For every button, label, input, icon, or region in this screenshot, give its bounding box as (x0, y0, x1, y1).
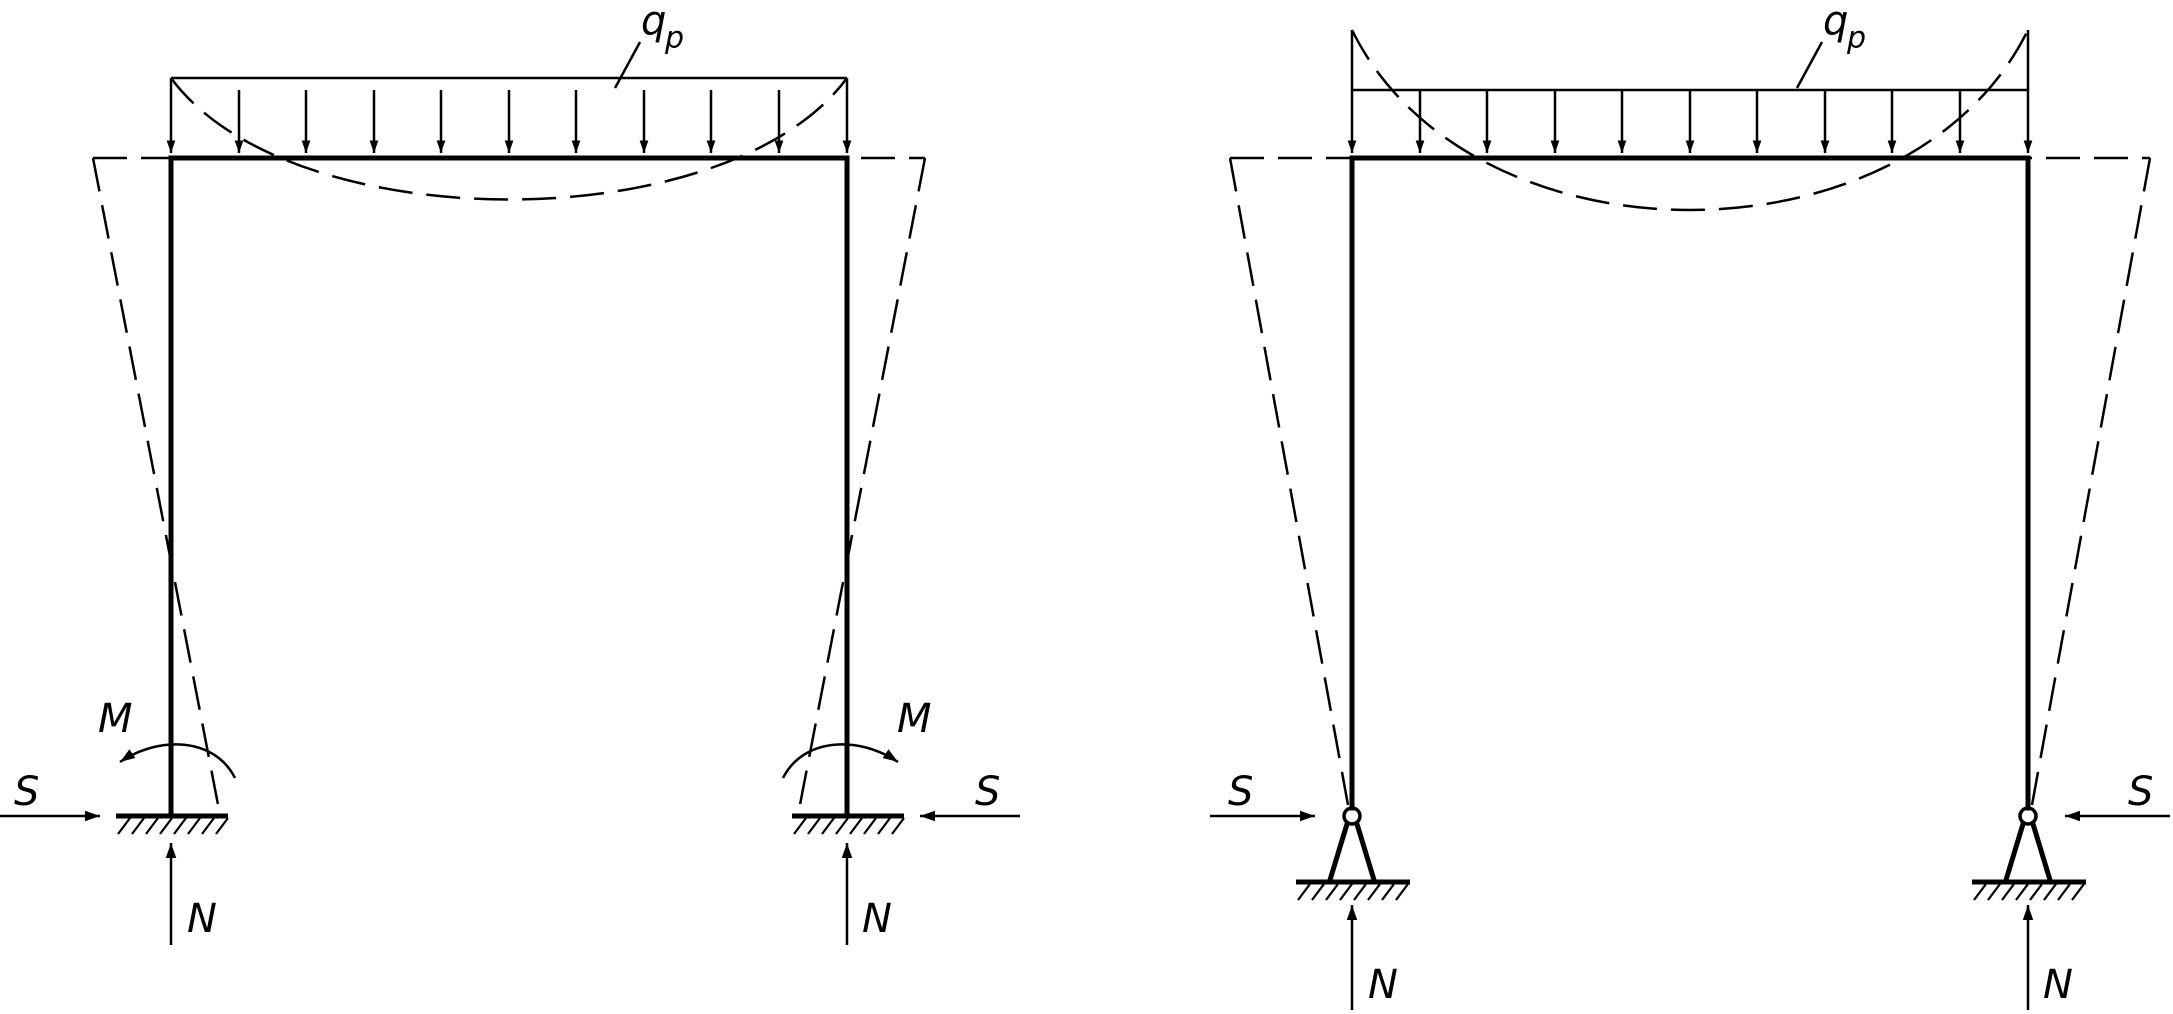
shear-label-left: S (1228, 769, 1253, 815)
load-leader-line (1795, 41, 1824, 89)
load-label-subscript: p (1846, 21, 1866, 56)
reactions-pinned (1210, 810, 2170, 1010)
deflected-shape-fixed (91, 77, 927, 816)
load-label: q (641, 0, 666, 44)
moment-arrow-right (781, 743, 899, 779)
shear-label-right: S (2128, 769, 2153, 815)
pin-support-right (1972, 806, 2086, 901)
fixed-support-left (116, 813, 229, 835)
distributed-load-fixed (166, 41, 852, 153)
shear-label-left: S (14, 769, 39, 815)
shear-label-right: S (975, 769, 1000, 815)
frame-pinned-structure (1349, 155, 2031, 811)
moment-arrow-left (119, 743, 237, 779)
normal-label-left: N (187, 896, 217, 942)
normal-label-right: N (862, 896, 892, 942)
load-label-subscript: p (664, 21, 684, 56)
pin-support-left (1296, 806, 1410, 901)
load-leader-line (613, 41, 642, 89)
moment-label-left: M (98, 696, 133, 742)
frame-pinned-diagram: q p S S N N (1210, 0, 2170, 1010)
frame-fixed-structure (168, 155, 850, 818)
load-label: q (1823, 0, 1848, 44)
frame-fixed-diagram: q p S S N N M M (0, 0, 1020, 945)
moment-label-right: M (897, 696, 932, 742)
fixed-support-right (792, 813, 905, 835)
distributed-load-pinned (1347, 30, 2033, 153)
normal-label-right: N (2043, 962, 2073, 1008)
normal-label-left: N (1368, 962, 1398, 1008)
deflected-shape-pinned (1228, 29, 2152, 806)
reactions-fixed (0, 743, 1020, 945)
